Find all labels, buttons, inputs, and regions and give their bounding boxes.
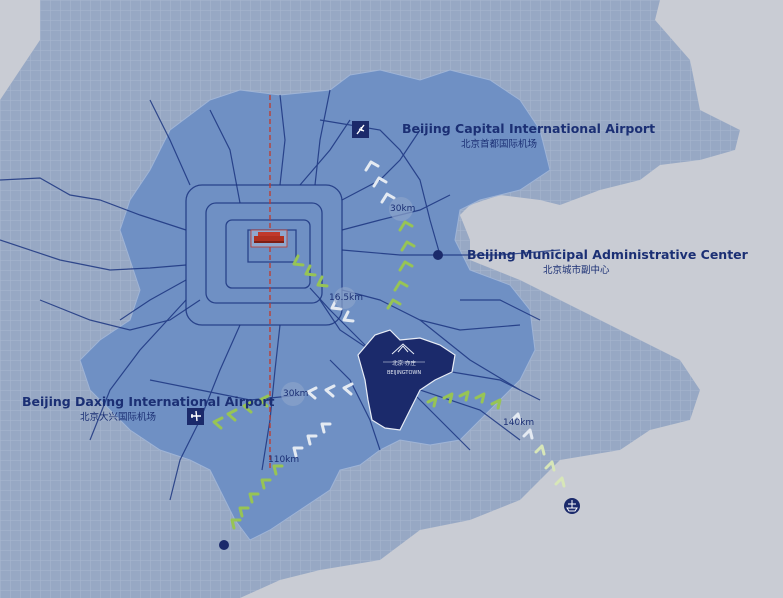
admin-center-dot	[433, 250, 443, 260]
distance-markers	[281, 197, 413, 406]
district-logo: 北京·亦庄 BEIJINGTOWN	[383, 343, 425, 376]
yizhuang-district	[357, 329, 456, 431]
admin-center-label-zh: 北京城市副中心	[543, 265, 610, 276]
route-arrows	[212, 160, 566, 530]
capital-airport-label: Beijing Capital International Airport	[402, 121, 656, 136]
daxing-airport-label-zh: 北京大兴国际机场	[80, 412, 157, 423]
distance-center: 16.5km	[329, 293, 364, 303]
district-logo-text: BEIJINGTOWN	[387, 370, 421, 376]
tiananmen-icon	[250, 229, 288, 248]
distance-southwest: 110km	[268, 455, 300, 465]
daxing-airport-icon	[187, 408, 204, 425]
surrounding-region-left	[0, 150, 130, 410]
port-icon	[564, 498, 580, 514]
admin-center-label: Beijing Municipal Administrative Center	[467, 247, 748, 262]
capital-airport-icon	[352, 121, 369, 138]
district-logo-zh: 北京·亦庄	[392, 359, 416, 367]
daxing-airport-label: Beijing Daxing International Airport	[22, 394, 275, 409]
distance-southeast: 140km	[503, 418, 535, 428]
distance-daxing-airport: 30km	[283, 389, 309, 399]
highways	[0, 89, 561, 501]
capital-airport-label-zh: 北京首都国际机场	[461, 139, 538, 150]
location-dot-icon	[219, 540, 229, 550]
distance-capital-airport: 30km	[390, 204, 416, 214]
